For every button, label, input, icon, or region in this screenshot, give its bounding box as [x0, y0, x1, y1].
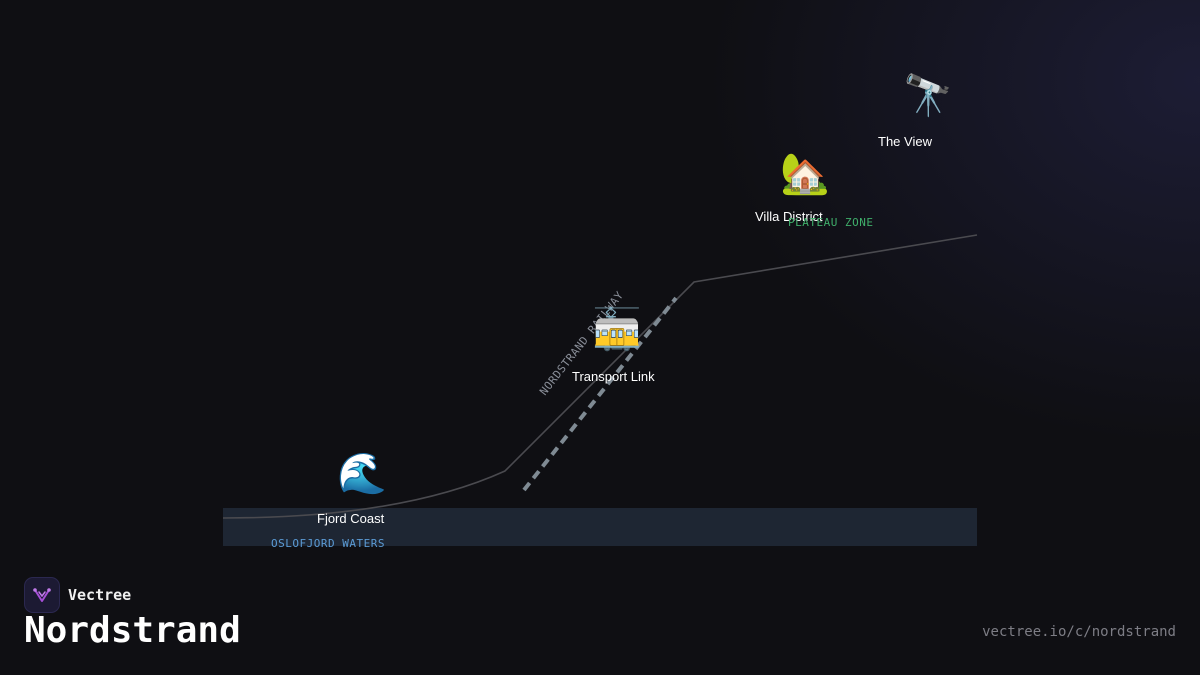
brand-name: Vectree	[68, 586, 132, 604]
page-title: Nordstrand	[24, 610, 241, 651]
vectree-logo-icon	[24, 577, 60, 613]
water-wave-icon: 🌊	[337, 451, 387, 497]
place-label-the-view: The View	[878, 134, 932, 149]
place-label-villa-district: Villa District	[755, 209, 823, 224]
nordstrand-railway-line	[522, 296, 678, 492]
telescope-icon: 🔭	[903, 73, 953, 119]
zone-label-oslofjord: OSLOFJORD WATERS	[271, 537, 385, 550]
oslofjord-water-band	[223, 508, 977, 546]
tram-icon: 🚋	[592, 307, 642, 353]
place-label-fjord-coast: Fjord Coast	[317, 511, 385, 526]
house-with-garden-icon: 🏡	[780, 151, 830, 197]
source-url-link[interactable]: vectree.io/c/nordstrand	[982, 624, 1176, 640]
terrain-profile-line	[222, 234, 978, 519]
place-label-transport-link: Transport Link	[572, 369, 655, 384]
brand[interactable]: Vectree	[24, 577, 131, 613]
zone-label-plateau: PLATEAU ZONE	[788, 216, 874, 229]
